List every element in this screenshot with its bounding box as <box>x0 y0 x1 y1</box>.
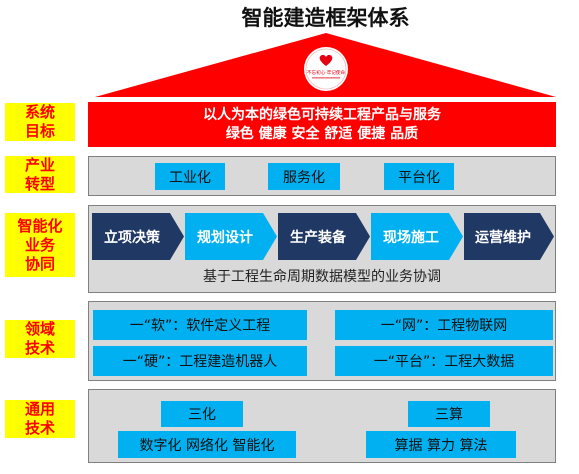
goal-qualities: 绿色 健康 安全 舒适 便捷 品质 <box>225 125 419 142</box>
label-line: 领域 <box>24 320 55 338</box>
label-system-goal: 系统 目标 <box>5 103 75 141</box>
label-industry-transform: 产业 转型 <box>5 156 75 193</box>
label-line: 转型 <box>24 174 55 193</box>
heart-icon <box>319 54 333 66</box>
page-title: 智能建造框架体系 <box>241 6 410 30</box>
label-line: 通用 <box>24 400 55 418</box>
stage-arrow: 生产装备 <box>278 213 370 260</box>
label-line: 协同 <box>24 254 55 273</box>
stage-arrow: 立项决策 <box>92 213 184 260</box>
industry-item: 工业化 <box>155 163 225 190</box>
logo-text: 不忘初心·牢记使命 <box>307 69 346 76</box>
label-domain-tech: 领域 技术 <box>5 320 75 358</box>
general-tech-heading: 三算 <box>408 401 490 427</box>
domain-tech-item: 一“网”：工程物联网 <box>335 310 553 340</box>
lifecycle-caption: 基于工程生命周期数据模型的业务协调 <box>203 269 441 285</box>
general-tech-heading: 三化 <box>161 401 243 427</box>
label-line: 系统 <box>24 103 55 121</box>
logo-badge <box>304 47 348 91</box>
label-line: 业务 <box>24 235 55 254</box>
label-line: 产业 <box>24 155 55 174</box>
stage-arrow: 运营维护 <box>464 213 554 260</box>
logo-underline <box>312 77 340 79</box>
industry-item: 服务化 <box>268 163 340 190</box>
label-line: 智能化 <box>17 216 63 235</box>
system-goal-panel: 以人为本的绿色可持续工程产品与服务 绿色 健康 安全 舒适 便捷 品质 <box>88 102 556 147</box>
logo: 不忘初心·牢记使命 <box>304 47 348 91</box>
label-line: 目标 <box>24 122 55 140</box>
label-general-tech: 通用 技术 <box>5 400 75 438</box>
stage-arrow: 规划设计 <box>185 213 277 260</box>
roof: 不忘初心·牢记使命 <box>95 33 556 97</box>
label-business-collab: 智能化 业务 协同 <box>5 213 75 277</box>
domain-tech-item: 一“平台”：工程大数据 <box>335 346 553 376</box>
logo-ring <box>305 48 347 90</box>
general-tech-detail: 算据 算力 算法 <box>366 431 516 458</box>
domain-tech-item: 一“软”：软件定义工程 <box>93 310 307 340</box>
stage-arrow: 现场施工 <box>371 213 463 260</box>
label-line: 技术 <box>24 419 55 437</box>
goal-statement: 以人为本的绿色可持续工程产品与服务 <box>203 106 441 123</box>
industry-item: 平台化 <box>384 163 454 190</box>
domain-tech-item: 一“硬”：工程建造机器人 <box>93 346 307 376</box>
general-tech-detail: 数字化 网络化 智能化 <box>118 431 296 458</box>
label-line: 技术 <box>24 339 55 357</box>
